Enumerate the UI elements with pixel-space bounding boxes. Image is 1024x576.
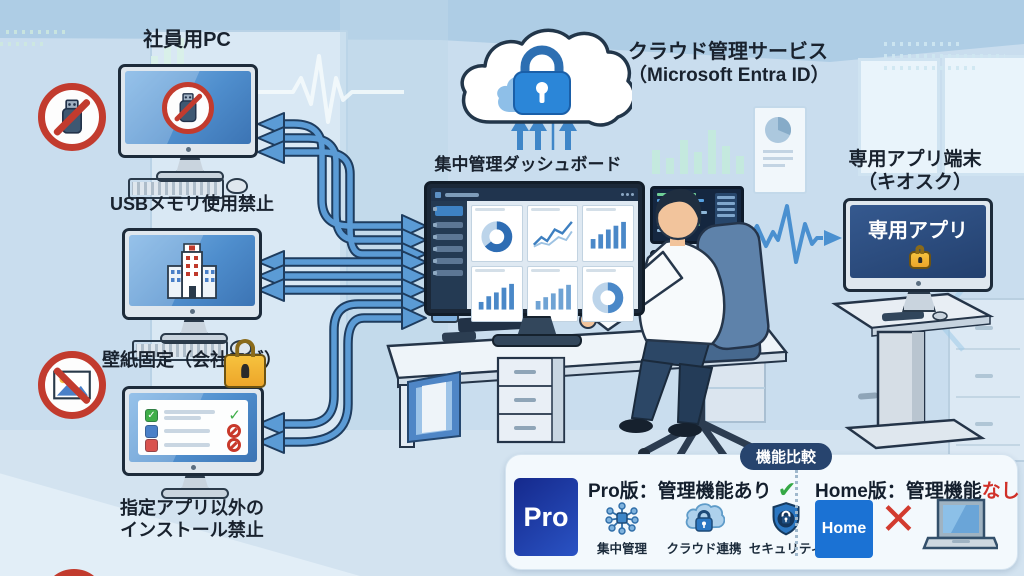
bar-chart-widget <box>582 205 634 262</box>
cloud-service-label: クラウド管理サービス （Microsoft Entra ID） <box>628 41 830 87</box>
file-holder <box>407 370 461 444</box>
home-title: Home版：管理機能なし <box>815 481 1020 502</box>
cloud-lock-small-icon <box>685 503 725 532</box>
home-logo: Home <box>815 500 873 558</box>
usb-prohibited-screen-icon <box>162 81 214 134</box>
desk-drawers <box>496 356 566 444</box>
bar-chart-decoration <box>652 130 744 174</box>
monitor-base <box>161 488 229 499</box>
kiosk-title: 専用アプリ端末 （キオスク） <box>848 149 982 194</box>
comparison-divider <box>795 470 798 556</box>
wallpaper-lock-icon <box>224 354 266 388</box>
shield-lock-icon <box>772 502 800 536</box>
mouse <box>226 178 248 194</box>
admin-at-desk <box>386 188 789 472</box>
kiosk-screen-label: 専用アプリ <box>868 220 968 242</box>
window-pane <box>858 58 940 176</box>
donut-chart-widget <box>582 265 634 323</box>
kiosk-screen-lock-icon <box>909 251 931 269</box>
dashboard-label: 集中管理ダッシュボード <box>434 155 622 174</box>
app-restriction-caption: 指定アプリ以外の インストール禁止 <box>120 498 264 540</box>
monitor-base <box>156 171 224 182</box>
bar-chart-widget <box>471 265 523 323</box>
kiosk-monitor: 専用アプリ <box>843 198 993 292</box>
company-logo-building-icon <box>167 242 217 299</box>
employee-pc-title: 社員用PC <box>143 29 231 51</box>
keyboard <box>128 178 224 199</box>
comparison-badge: 機能比較 <box>740 443 832 470</box>
dashboard-titlebar <box>431 188 638 201</box>
bar-chart-widget <box>526 265 579 323</box>
usb-ban-caption: USBメモリ使用禁止 <box>109 194 274 214</box>
feature-comparison-panel <box>505 454 1018 570</box>
smartphone <box>441 331 477 342</box>
wallpaper-monitor <box>122 228 262 320</box>
employee-pc-monitor <box>118 64 258 158</box>
laptop-icon <box>922 498 998 550</box>
dashboard-monitor <box>424 181 645 323</box>
app-restriction-monitor: ✓ ✓ <box>122 386 264 476</box>
dashboard-monitor-base <box>492 334 582 347</box>
kiosk-stand <box>831 292 995 450</box>
wall-document-with-pie-chart <box>753 106 807 194</box>
upload-arrows <box>511 116 577 150</box>
app-allow-list: ✓ ✓ <box>138 400 248 455</box>
dashboard-sidebar <box>431 201 467 309</box>
monitor-base <box>160 333 228 344</box>
pro-feature-icons: 集中管理 クラウド連携 セキュリティ <box>588 502 823 557</box>
line-chart-widget <box>526 205 579 262</box>
cloud-lock-icon <box>460 28 632 127</box>
wallpaper-caption: 壁紙固定（会社ロゴ） <box>102 350 282 370</box>
feature-cloud-sync: クラウド連携 <box>667 502 742 557</box>
window-pane <box>942 55 1024 176</box>
pro-logo: Pro <box>514 478 578 556</box>
check-icon: ✔ <box>777 477 797 502</box>
dashboard-widgets <box>467 201 638 323</box>
sync-pulse-arrow <box>740 204 842 264</box>
image-prohibited-icon <box>38 351 106 419</box>
pro-title: Pro版：管理機能あり✔ <box>588 477 797 502</box>
cross-icon: ✕ <box>880 495 917 544</box>
hub-network-icon <box>605 502 639 535</box>
feature-security: セキュリティ <box>749 502 823 557</box>
heartbeat-decoration <box>238 54 404 124</box>
keyboard <box>132 340 228 361</box>
feature-central-management: 集中管理 <box>588 502 656 557</box>
donut-chart-widget <box>471 205 523 262</box>
usb-prohibited-icon <box>38 83 106 151</box>
